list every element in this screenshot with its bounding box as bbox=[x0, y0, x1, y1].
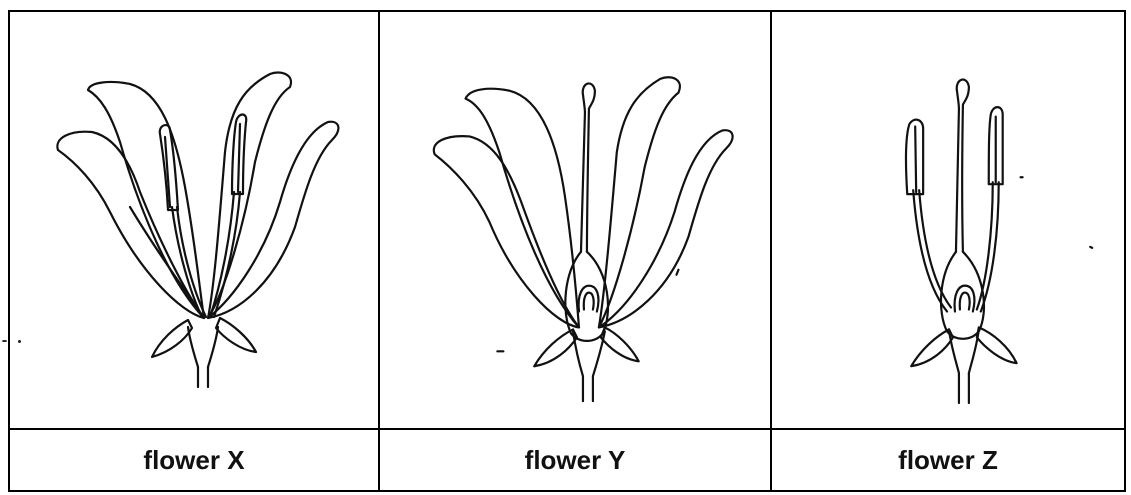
flower-y-petal-outer-right bbox=[599, 130, 733, 327]
panel-flower-y: flower Y bbox=[378, 12, 770, 490]
flower-z-ovule bbox=[955, 286, 975, 312]
flower-z-scan-mark-2 bbox=[1090, 247, 1092, 248]
flower-y-petal-back-right bbox=[599, 77, 680, 327]
flower-y-sepal-right bbox=[601, 327, 639, 361]
flower-x-petal-outer-right bbox=[208, 122, 338, 318]
flower-y-ovule bbox=[579, 286, 599, 312]
panel-flower-z: flower Z bbox=[770, 12, 1124, 490]
flower-x-label: flower X bbox=[10, 428, 378, 490]
flower-z-style-left bbox=[956, 91, 959, 252]
flower-x-petal-back-left bbox=[88, 82, 204, 318]
flower-z-stalk bbox=[959, 373, 969, 403]
flower-y-drawing bbox=[380, 12, 770, 428]
flower-x-receptacle bbox=[188, 327, 218, 367]
flower-x-illustration bbox=[10, 12, 378, 428]
panel-flower-x: flower X bbox=[10, 12, 378, 490]
flower-y-sepal-left bbox=[534, 329, 577, 366]
flower-z-label: flower Z bbox=[772, 428, 1124, 490]
flower-y-label: flower Y bbox=[380, 428, 770, 490]
flower-y-scan-mark bbox=[676, 270, 678, 275]
flower-z-stamen-right-filament bbox=[977, 182, 999, 311]
flower-x-anther-line-right bbox=[238, 124, 240, 192]
flower-x-stamen-right-filament bbox=[210, 192, 240, 317]
flower-z-drawing bbox=[772, 12, 1124, 428]
flower-z-sepal-right bbox=[977, 327, 1017, 363]
flower-y-style-left bbox=[581, 95, 585, 252]
flower-x-sepal-right bbox=[216, 318, 256, 352]
flower-z-anther-line-left bbox=[915, 127, 916, 193]
flower-z-sepal-left bbox=[911, 329, 953, 366]
flower-x-stalk bbox=[198, 367, 208, 387]
flower-z-stamen-left-filament bbox=[913, 190, 951, 311]
flower-z-illustration bbox=[772, 12, 1124, 428]
flower-x-sepal-left bbox=[152, 320, 192, 357]
flower-y-illustration bbox=[380, 12, 770, 428]
flower-comparison-table: flower X bbox=[8, 10, 1126, 492]
scan-mark bbox=[2, 340, 7, 342]
flower-y-stalk bbox=[583, 376, 593, 401]
flower-x-drawing bbox=[10, 12, 378, 428]
